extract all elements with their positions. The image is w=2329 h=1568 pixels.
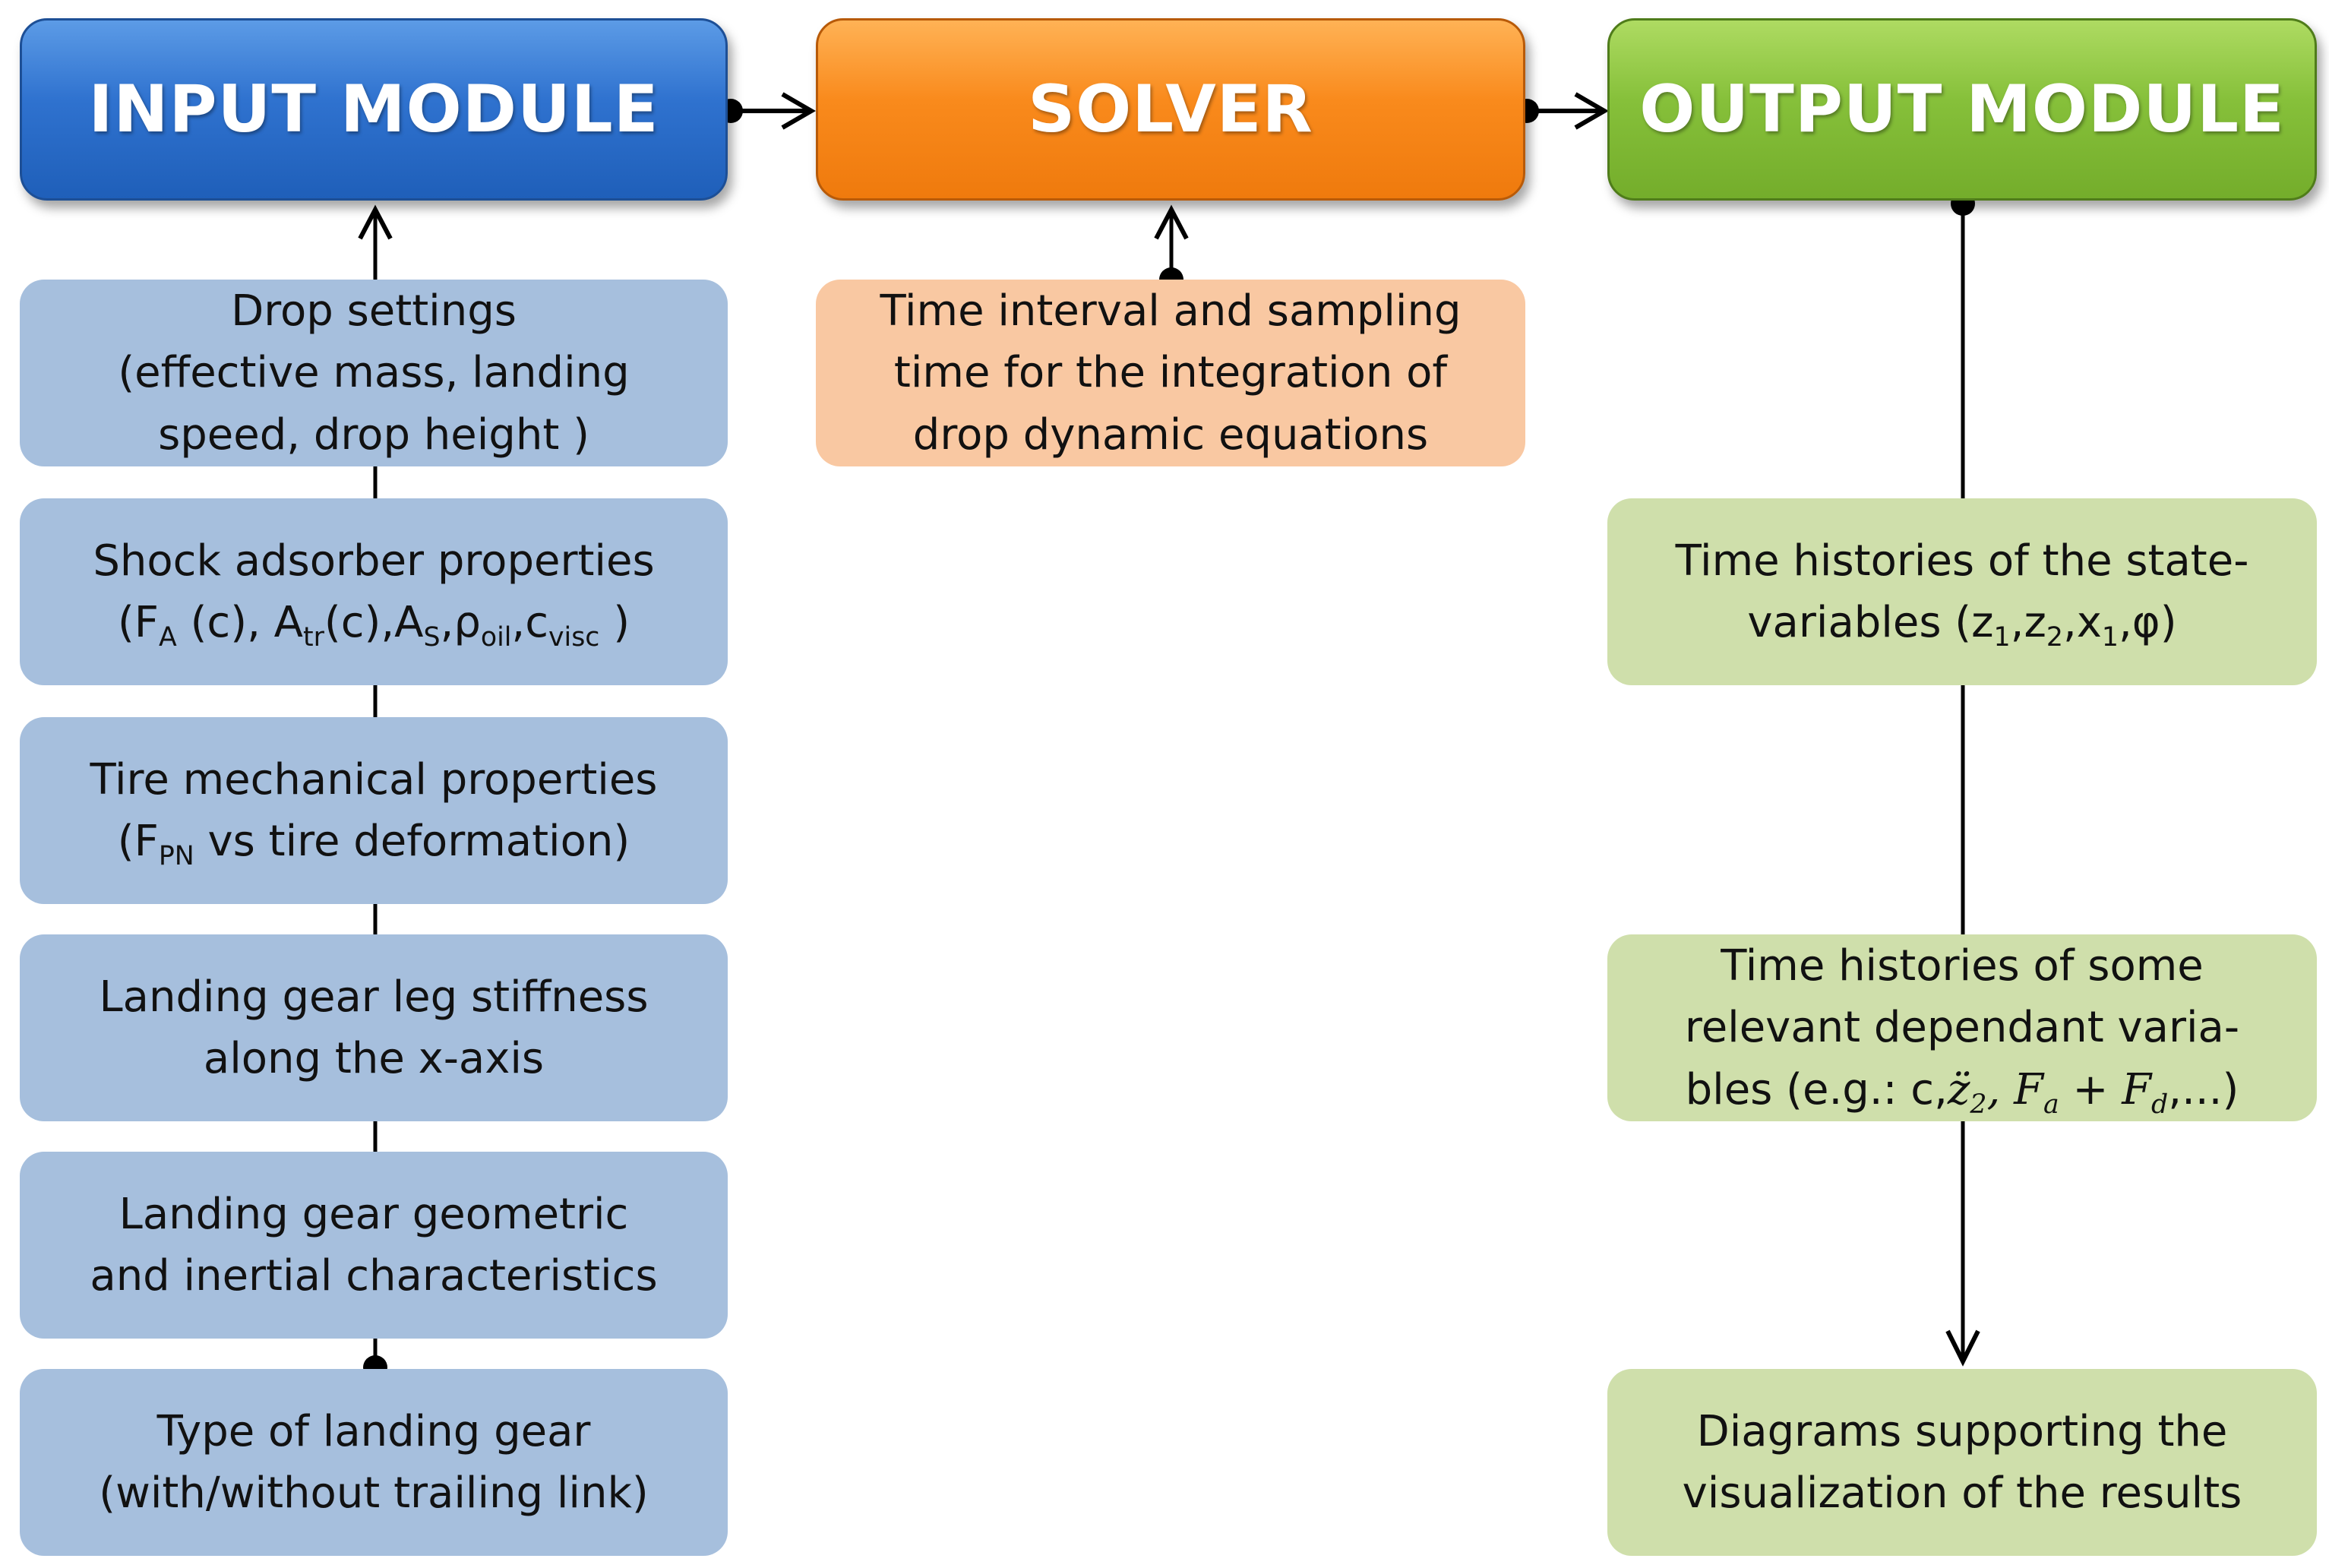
drop-settings-box: Drop settings (effective mass, landing s… xyxy=(20,280,728,466)
dependant-variables-line3: bles (e.g.: c,z̈2, Fa + Fd,...) xyxy=(1685,1064,2239,1120)
diagrams-line1: Diagrams supporting the xyxy=(1696,1406,2228,1456)
dependant-variables-line1: Time histories of some xyxy=(1721,941,2204,991)
geometric-line2: and inertial characteristics xyxy=(90,1251,658,1301)
dependant-variables-box: Time histories of some relevant dependan… xyxy=(1607,934,2317,1121)
diagrams-line2: visualization of the results xyxy=(1682,1468,2242,1518)
gear-type-line1: Type of landing gear xyxy=(156,1406,591,1456)
input-module-title: INPUT MODULE xyxy=(88,71,659,147)
shock-absorber-box: Shock adsorber properties (FA (c), Atr(c… xyxy=(20,498,728,685)
leg-stiffness-box: Landing gear leg stiffness along the x-a… xyxy=(20,934,728,1121)
connector-input-to-solver xyxy=(719,92,816,130)
geometric-line1: Landing gear geometric xyxy=(119,1189,629,1239)
state-variables-line2: variables (z1,z2,x1,φ) xyxy=(1747,598,2177,653)
solver-module-title: SOLVER xyxy=(1028,71,1313,147)
geometric-characteristics-box: Landing gear geometric and inertial char… xyxy=(20,1152,728,1339)
gear-type-box: Type of landing gear (with/without trail… xyxy=(20,1369,728,1556)
solver-settings-box: Time interval and sampling time for the … xyxy=(816,280,1525,466)
connector-solver-to-output xyxy=(1515,92,1609,130)
shock-absorber-line2: (FA (c), Atr(c),AS,ρoil,cvisc ) xyxy=(117,598,630,653)
tire-properties-line2: (FPN vs tire deformation) xyxy=(117,817,630,872)
tire-properties-line1: Tire mechanical properties xyxy=(90,754,658,805)
connector-output-stack xyxy=(1945,191,1980,1367)
input-module-header: INPUT MODULE xyxy=(20,18,728,201)
tire-properties-box: Tire mechanical properties (FPN vs tire … xyxy=(20,717,728,904)
leg-stiffness-line2: along the x-axis xyxy=(203,1034,545,1083)
output-module-header: OUTPUT MODULE xyxy=(1607,18,2317,201)
dependant-variables-line2: relevant dependant varia- xyxy=(1684,1003,2240,1053)
output-module-title: OUTPUT MODULE xyxy=(1639,71,2285,147)
drop-settings-line2: (effective mass, landing xyxy=(118,348,630,398)
state-variables-line1: Time histories of the state- xyxy=(1675,536,2249,586)
diagrams-box: Diagrams supporting the visualization of… xyxy=(1607,1369,2317,1556)
state-variables-box: Time histories of the state- variables (… xyxy=(1607,498,2317,685)
leg-stiffness-line1: Landing gear leg stiffness xyxy=(99,972,649,1022)
drop-settings-line3: speed, drop height ) xyxy=(158,409,589,460)
solver-module-header: SOLVER xyxy=(816,18,1525,201)
gear-type-line2: (with/without trailing link) xyxy=(99,1468,649,1518)
drop-settings-line1: Drop settings xyxy=(231,286,517,337)
solver-settings-line2: time for the integration of xyxy=(893,348,1448,398)
solver-settings-line3: drop dynamic equations xyxy=(912,409,1429,460)
solver-settings-line1: Time interval and sampling xyxy=(880,286,1462,337)
shock-absorber-line1: Shock adsorber properties xyxy=(93,536,655,586)
